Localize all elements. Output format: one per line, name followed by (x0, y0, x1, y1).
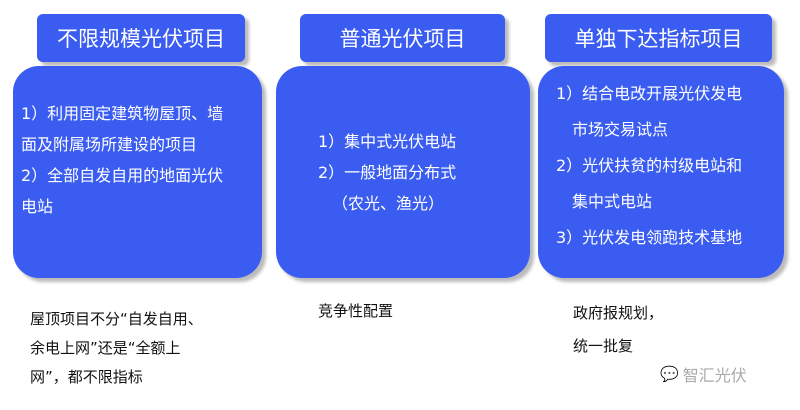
header-text: 不限规模光伏项目 (57, 27, 225, 51)
note-line: 网”，都不限指标 (30, 368, 143, 386)
box-ordinary: 1）集中式光伏电站 2）一般地面分布式 （农光、渔光） (276, 66, 530, 278)
note-line: 统一批复 (573, 337, 634, 355)
item: 2）一般地面分布式 (318, 163, 457, 182)
watermark: 💬 智汇光伏 (660, 362, 747, 386)
item: 1）利用固定建筑物屋顶、墙 (21, 104, 224, 123)
header-separate-quota: 单独下达指标项目 (545, 14, 772, 62)
item: 3）光伏发电领跑技术基地 (556, 228, 743, 247)
box-separate-quota: 1）结合电改开展光伏发电 市场交易试点 2）光伏扶贫的村级电站和 集中式电站 3… (538, 66, 784, 278)
header-ordinary: 普通光伏项目 (300, 14, 505, 62)
item: 电站 (21, 197, 54, 216)
item: 集中式电站 (572, 192, 653, 211)
item: 面及附属场所建设的项目 (21, 135, 198, 154)
header-text: 单独下达指标项目 (574, 27, 743, 51)
note-ordinary: 竞争性配置 (318, 297, 393, 326)
note-line: 政府报规划， (573, 304, 664, 322)
item: 2）全部自发自用的地面光伏 (21, 166, 224, 185)
item: （农光、渔光） (332, 194, 445, 213)
header-text: 普通光伏项目 (339, 27, 466, 51)
note-line: 余电上网”还是“全额上 (30, 339, 181, 357)
note-line: 屋顶项目不分“自发自用、 (30, 310, 203, 328)
item: 1）集中式光伏电站 (318, 132, 457, 151)
wechat-icon: 💬 (660, 365, 679, 383)
note-separate-quota: 政府报规划， 统一批复 (573, 297, 663, 363)
header-unlimited-scale: 不限规模光伏项目 (37, 14, 245, 62)
item: 市场交易试点 (572, 120, 669, 139)
item: 2）光伏扶贫的村级电站和 (556, 156, 743, 175)
box-unlimited-scale: 1）利用固定建筑物屋顶、墙 面及附属场所建设的项目 2）全部自发自用的地面光伏 … (13, 66, 262, 278)
note-line: 竞争性配置 (318, 302, 394, 320)
watermark-text: 智汇光伏 (682, 366, 747, 385)
item: 1）结合电改开展光伏发电 (556, 84, 743, 103)
note-unlimited-scale: 屋顶项目不分“自发自用、 余电上网”还是“全额上 网”，都不限指标 (30, 305, 203, 392)
